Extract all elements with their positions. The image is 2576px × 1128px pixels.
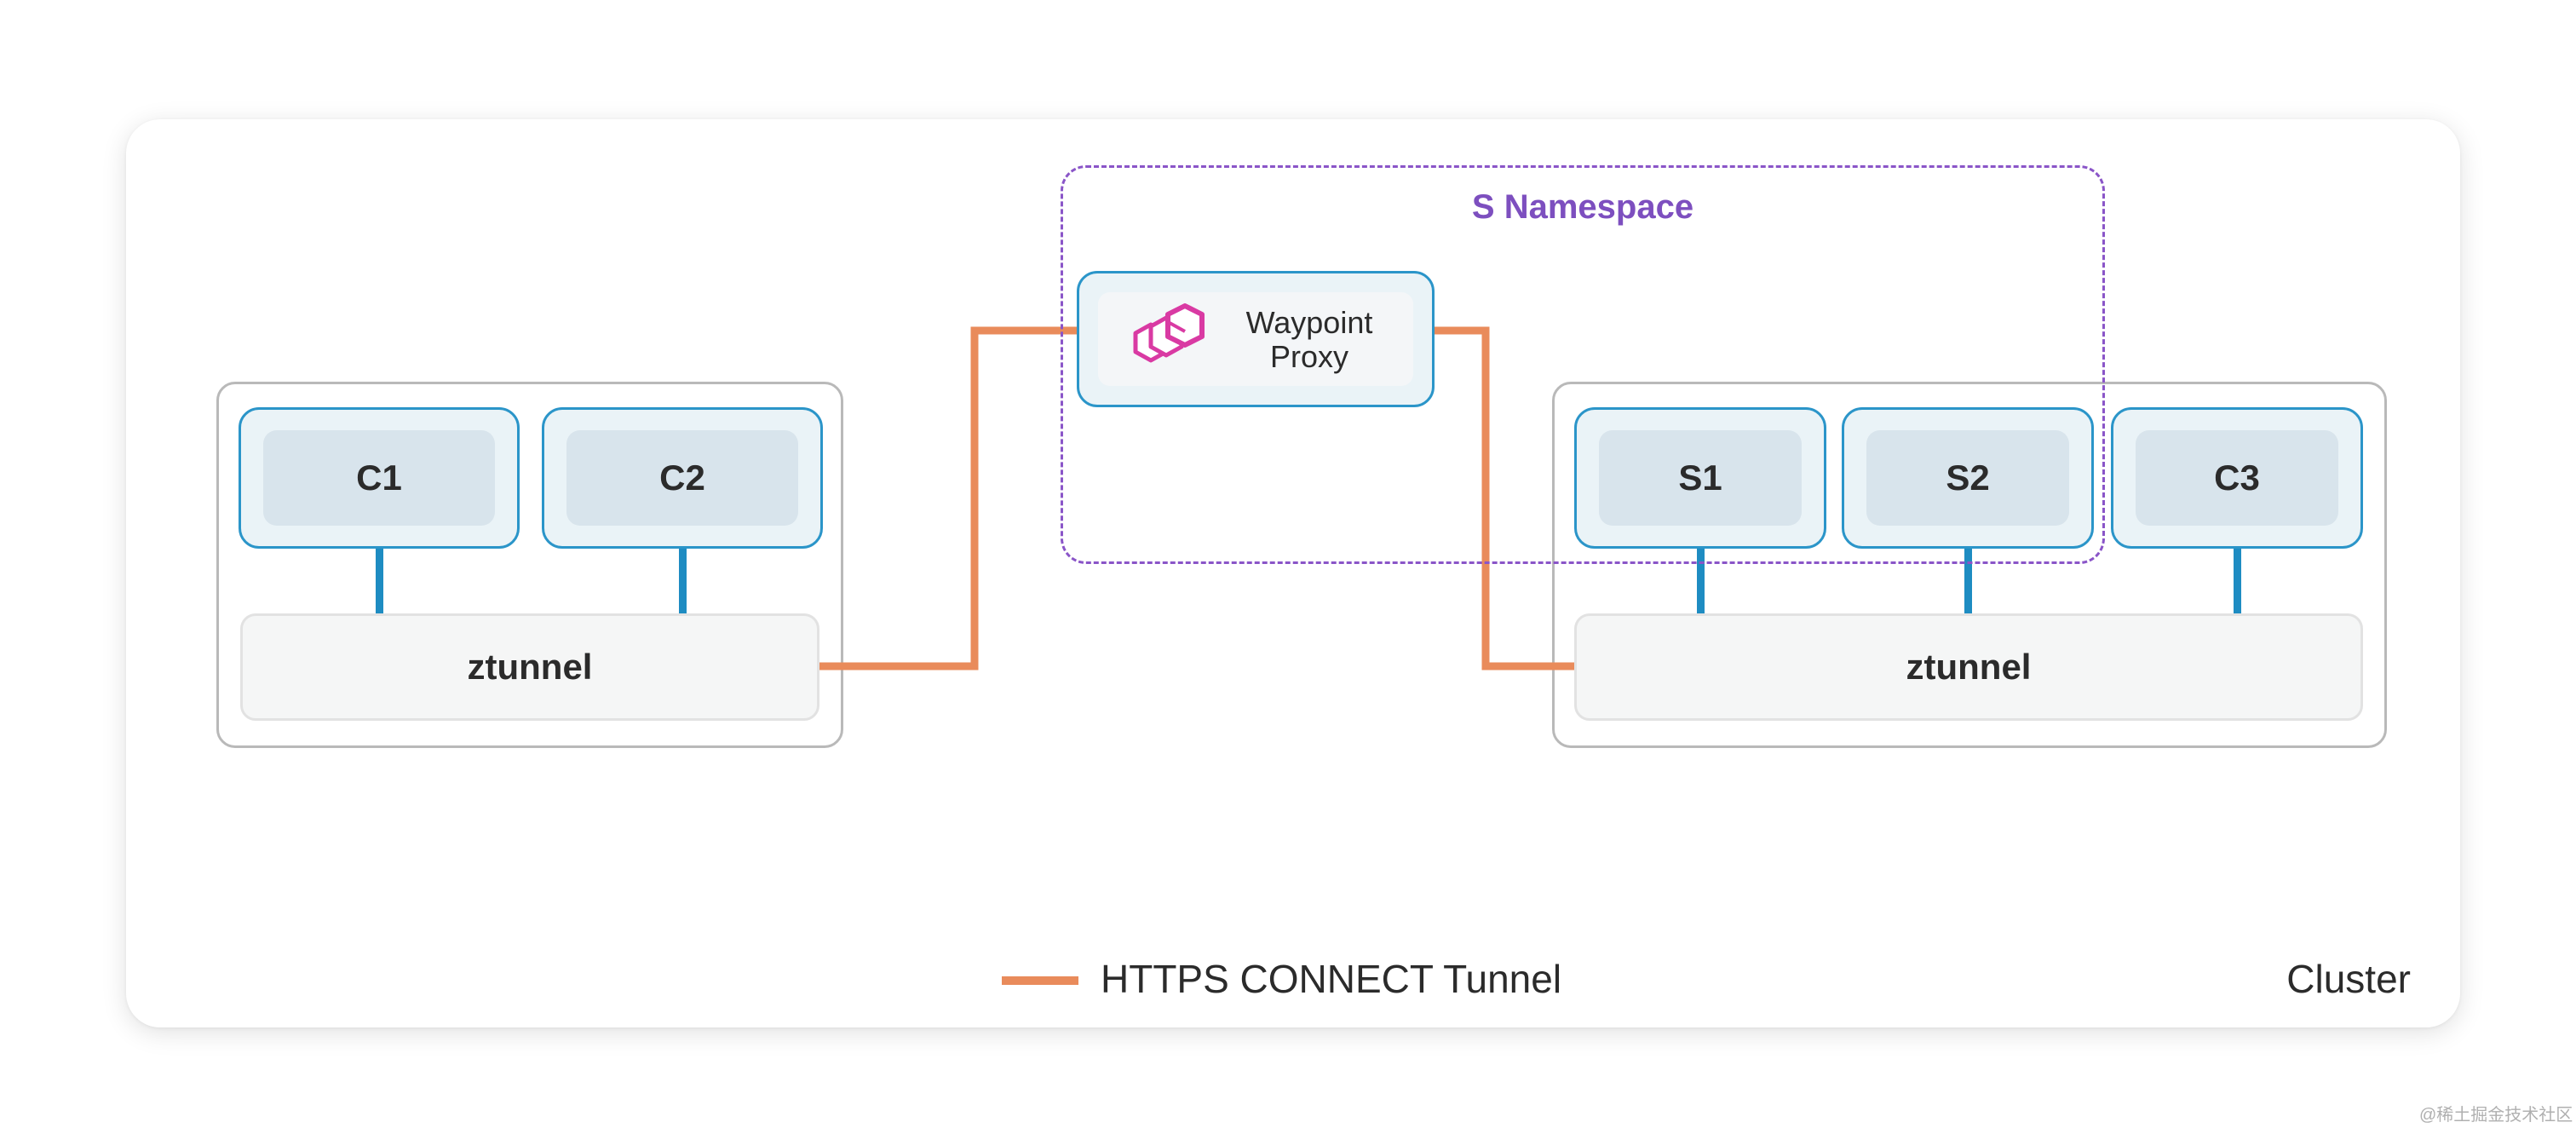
legend-tunnel-label: HTTPS CONNECT Tunnel	[1101, 957, 1562, 1001]
pod-c1-label: C1	[263, 430, 495, 526]
waypoint-proxy-label: Waypoint Proxy	[1224, 306, 1394, 374]
pod-s2-label: S2	[1866, 430, 2069, 526]
waypoint-proxy[interactable]: Waypoint Proxy	[1077, 271, 1435, 407]
tunnel-waypoint-to-right	[1435, 326, 1574, 670]
pod-s1-label: S1	[1599, 430, 1802, 526]
waypoint-hexagon-icon	[1133, 303, 1205, 363]
waypoint-label-line2: Proxy	[1269, 339, 1349, 374]
pod-c3-link	[2234, 549, 2241, 615]
legend-tunnel-swatch	[1002, 976, 1078, 985]
cluster-label: Cluster	[2286, 957, 2411, 1001]
pod-c2-link	[679, 549, 687, 615]
watermark: @稀土掘金技术社区	[2419, 1106, 2573, 1125]
s-namespace: S Namespace	[1061, 165, 2105, 564]
ztunnel-left[interactable]: ztunnel	[240, 613, 819, 721]
pod-c3-label: C3	[2136, 430, 2338, 526]
pod-c1-link	[376, 549, 383, 615]
pod-s1[interactable]: S1	[1574, 407, 1826, 549]
pod-s1-link	[1697, 549, 1705, 615]
pod-s2[interactable]: S2	[1842, 407, 2094, 549]
ztunnel-right[interactable]: ztunnel	[1574, 613, 2363, 721]
waypoint-label-line1: Waypoint	[1245, 305, 1373, 340]
pod-c1[interactable]: C1	[239, 407, 520, 549]
tunnel-left-to-waypoint	[819, 326, 1077, 670]
pod-c2-label: C2	[566, 430, 798, 526]
namespace-label: S Namespace	[1471, 188, 1694, 226]
pod-c3[interactable]: C3	[2111, 407, 2363, 549]
pod-c2[interactable]: C2	[542, 407, 823, 549]
pod-s2-link	[1964, 549, 1972, 615]
